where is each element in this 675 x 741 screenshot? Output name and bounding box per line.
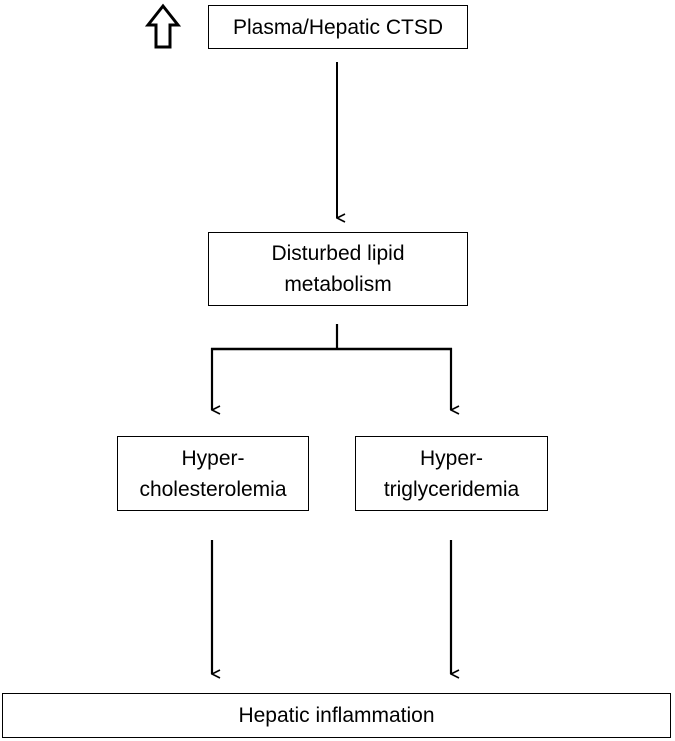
node-hepatic-inflammation: Hepatic inflammation [2, 693, 671, 738]
node-label-line-2: metabolism [284, 273, 392, 296]
node-hypertriglyceridemia: Hyper- triglyceridemia [355, 436, 548, 511]
node-plasma-hepatic-ctsd: Plasma/Hepatic CTSD [208, 5, 468, 49]
node-label: Plasma/Hepatic CTSD [232, 15, 444, 39]
node-label-line-1: Hyper- [419, 446, 483, 470]
node-label-line-2: cholesterolemia [139, 477, 287, 501]
node-label-line-2: triglyceridemia [383, 477, 520, 501]
node-label-line-1: Hyper- [181, 446, 245, 470]
node-label-line-1: Disturbed lipid [271, 242, 405, 265]
node-disturbed-lipid-metabolism: Disturbed lipid metabolism [208, 232, 468, 306]
branch-connector [210, 324, 452, 410]
node-hypercholesterolemia: Hyper- cholesterolemia [117, 436, 309, 511]
node-label: Hepatic inflammation [238, 704, 435, 727]
up-arrow-icon [144, 3, 182, 49]
